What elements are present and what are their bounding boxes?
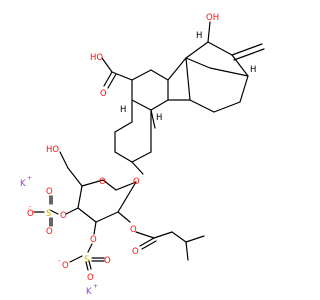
bond (207, 41, 233, 56)
acid-hydroxyl-label: HO (90, 53, 103, 63)
stereo-h-label: H (156, 113, 162, 123)
bond (239, 75, 249, 103)
potassium-charge-1: + (27, 175, 32, 182)
bond (185, 57, 211, 69)
bond (185, 41, 209, 59)
ester-oxygen-label: O (130, 225, 137, 235)
sulfate-a-ester-oxygen: O (60, 211, 67, 221)
bond (207, 21, 211, 43)
primary-hydroxyl-label: HO (46, 145, 59, 155)
bond-lines (33, 21, 265, 271)
bond (131, 151, 152, 163)
stereo-h-label: H (196, 31, 202, 41)
bond (131, 161, 144, 175)
bond (103, 71, 113, 87)
bond (49, 209, 59, 215)
bond (131, 99, 152, 111)
stereo-h-label: H (120, 105, 126, 115)
acid-oxygen-label: O (100, 89, 107, 99)
bond (131, 69, 152, 81)
bond (107, 73, 117, 89)
bond (153, 231, 173, 239)
potassium-ion-1: K (20, 179, 26, 189)
bond (59, 151, 69, 169)
bond (114, 121, 133, 133)
molecule-diagram: OH HO O HO O O O S O O O - O S O - O O O… (20, 13, 265, 297)
hydroxyl-label: OH (206, 13, 219, 23)
bond (167, 57, 187, 81)
sulfate-a-top-oxygen: O (46, 187, 53, 197)
sulfate-a-anion-oxygen: O (27, 209, 34, 219)
bond (150, 109, 156, 129)
bond (185, 241, 189, 261)
bond (85, 261, 89, 271)
bond (171, 231, 187, 243)
bond (185, 57, 191, 101)
bond (93, 221, 97, 235)
sulfate-a-sulfur: S (46, 209, 51, 219)
bond (87, 243, 93, 253)
bond (81, 179, 104, 187)
bond (150, 99, 169, 111)
bond (231, 54, 249, 77)
sulfate-b-anion-oxygen: O (62, 261, 69, 271)
sulfate-a-charge: - (29, 203, 31, 210)
sulfate-b-charge: - (58, 257, 60, 264)
bond (95, 211, 119, 223)
ester-carbonyl-oxygen: O (132, 247, 139, 257)
bond (69, 255, 83, 263)
sulfate-b-sulfur: S (84, 255, 89, 265)
bond (141, 240, 157, 250)
bond (102, 179, 117, 191)
potassium-ion-2: K (86, 287, 92, 297)
bond (189, 99, 215, 113)
bond (209, 67, 249, 77)
bond (114, 151, 133, 163)
bond (139, 237, 155, 247)
bond (150, 69, 169, 81)
bond (231, 43, 263, 56)
sulfate-b-ester-oxygen: O (90, 235, 97, 245)
sulfate-b-right-oxygen: O (104, 256, 111, 266)
bond (117, 211, 131, 223)
bond (117, 181, 137, 213)
ring-oxygen-label: O (99, 177, 106, 187)
potassium-charge-2: + (93, 283, 98, 290)
structure-svg: OH HO O HO O O O S O O O - O S O - O O O… (20, 13, 265, 297)
stereo-h-label: H (250, 65, 256, 75)
bond (185, 235, 205, 243)
bond (88, 260, 92, 270)
sulfate-b-bottom-oxygen: O (87, 273, 94, 283)
bond (135, 231, 155, 239)
glycosidic-oxygen-label: O (133, 177, 140, 187)
bond (101, 57, 113, 73)
bond (67, 167, 83, 187)
bond (115, 181, 137, 191)
sulfate-a-bottom-oxygen: O (46, 227, 53, 237)
bond (77, 185, 83, 209)
bond (77, 207, 97, 223)
atom-labels: OH HO O HO O O O S O O O - O S O - O O O… (20, 13, 256, 297)
bond (233, 48, 265, 61)
bond (65, 207, 79, 215)
bond (111, 71, 133, 81)
bond (213, 101, 241, 113)
